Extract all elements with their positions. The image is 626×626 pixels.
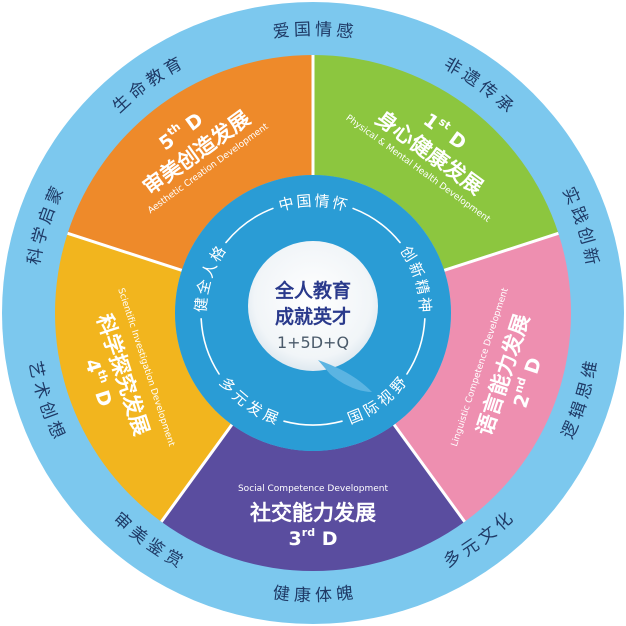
inner-label-char: 怀 (330, 194, 349, 215)
segment-number: 3rd D (289, 526, 338, 551)
outer-label-char: 践 (566, 204, 591, 227)
segment-wedge (55, 233, 232, 522)
inner-label-char: 展 (260, 406, 281, 428)
inner-ring-arc (406, 318, 426, 375)
outer-label-char: 思 (573, 379, 597, 401)
inner-label: 中国情怀 (277, 192, 349, 215)
outer-label: 爱国情感 (272, 20, 355, 43)
outer-label-char: 康 (294, 585, 312, 606)
inner-ring-arc (200, 318, 220, 375)
segment-divider (160, 423, 234, 523)
outer-label-char: 启 (35, 204, 60, 227)
outer-label-char: 健 (272, 583, 291, 605)
inner-ring-arc (283, 420, 343, 426)
outer-label-char: 情 (315, 20, 333, 41)
outer-label: 健康体魄 (272, 583, 355, 606)
segment-wedge (67, 55, 314, 271)
q-tail-icon (318, 360, 372, 392)
segment-subtitle: Social Competence Development (238, 484, 389, 494)
segment-divider (443, 231, 559, 272)
inner-label-char: 精 (411, 278, 432, 297)
development-segments (55, 55, 571, 572)
inner-ring-arc (225, 207, 274, 244)
outer-label-char: 学 (29, 225, 53, 247)
inner-label-char: 全 (194, 278, 215, 297)
outer-label-char: 辑 (566, 399, 591, 422)
center-title-line1: 全人教育 (274, 279, 351, 302)
inner-label-char: 中 (277, 194, 296, 215)
center-q-logo: 全人教育 成就英才 1+5D+Q (248, 241, 378, 392)
outer-label-char: 创 (573, 225, 597, 247)
center-formula: 1+5D+Q (277, 333, 349, 352)
inner-label-char: 情 (314, 192, 330, 211)
center-disc (248, 241, 378, 371)
inner-ring-arc (352, 207, 401, 244)
outer-label-char: 逻 (558, 418, 583, 442)
outer-label-char: 感 (335, 21, 354, 43)
inner-label-char: 新 (405, 260, 427, 281)
center-title-line2: 成就英才 (275, 305, 351, 328)
inner-label-char: 神 (415, 297, 434, 313)
outer-label-char: 实 (558, 184, 583, 208)
segment-wedge (313, 55, 559, 271)
segment-divider (392, 423, 466, 523)
outer-label-char: 想 (43, 418, 68, 442)
segment-wedge (394, 233, 571, 522)
outer-label-char: 艺 (24, 359, 47, 380)
inner-label-char: 人 (198, 260, 220, 281)
outer-label-char: 维 (579, 359, 602, 380)
inner-label-char: 国 (345, 406, 366, 428)
outer-label-char: 蒙 (43, 184, 68, 208)
segment-divider (67, 231, 183, 272)
segment-wedge (161, 424, 465, 572)
outer-label-char: 魄 (335, 583, 354, 605)
outer-label-char: 术 (29, 379, 53, 401)
segment-title: 社交能力发展 (249, 501, 376, 525)
outer-label-char: 新 (579, 246, 602, 267)
outer-label-char: 国 (294, 20, 312, 41)
outer-label-char: 创 (35, 399, 60, 422)
inner-label-char: 国 (296, 192, 312, 211)
outer-label-char: 科 (24, 246, 47, 267)
outer-label-char: 爱 (272, 21, 291, 43)
outer-label-char: 体 (315, 585, 333, 606)
inner-label-char: 健 (192, 297, 211, 313)
